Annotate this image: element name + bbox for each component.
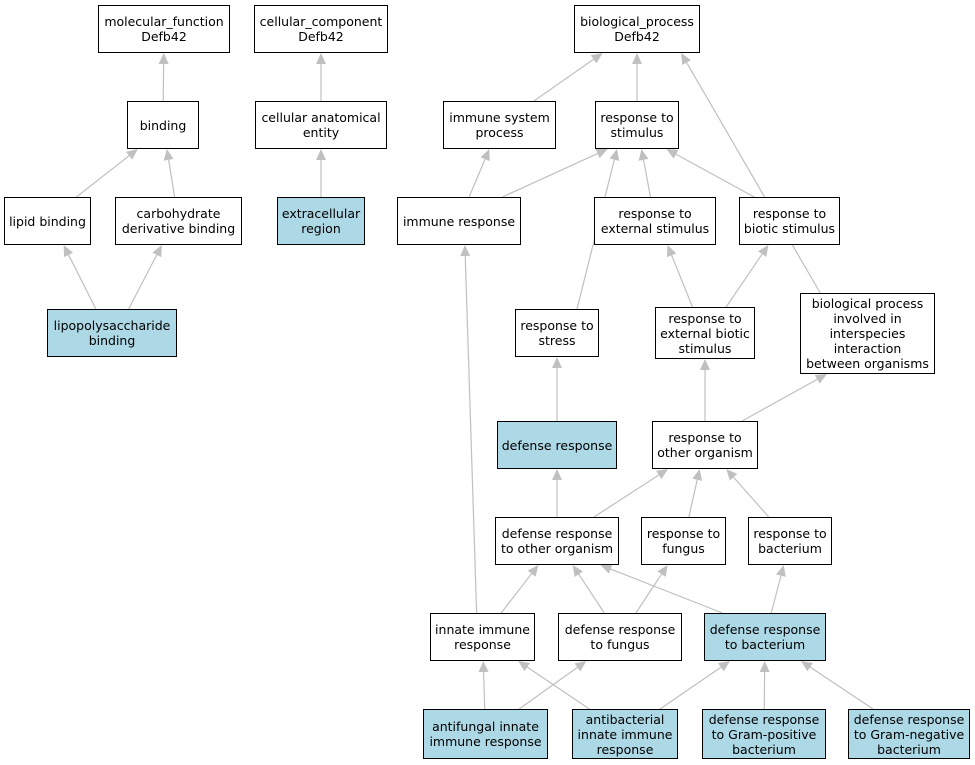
arrowhead-antibact-to-dbact: [718, 661, 730, 672]
edge-rbact-to-rother: [733, 476, 770, 518]
node-mf[interactable]: molecular_function Defb42: [98, 5, 230, 53]
edge-dfung-to-droth: [578, 573, 605, 614]
edge-rextbio-to-rbio: [725, 253, 763, 308]
arrowhead-droth-to-defresp: [552, 469, 562, 480]
edge-antibact-to-innate: [526, 666, 590, 710]
arrowhead-immresp-to-isp: [480, 149, 490, 162]
arrowhead-bpinter-to-bp: [681, 53, 691, 66]
edge-antifung-to-dfung: [518, 666, 578, 710]
arrowhead-dbact-to-droth: [600, 564, 613, 574]
edge-immresp-to-rts: [502, 153, 598, 198]
arrowhead-rfung-to-rother: [692, 469, 703, 481]
node-gneg[interactable]: defense response to Gram-negative bacter…: [848, 709, 970, 759]
edge-rfung-to-rother: [688, 479, 698, 518]
arrowhead-dfung-to-droth: [572, 565, 583, 577]
node-isp[interactable]: immune system process: [443, 101, 556, 149]
node-extra[interactable]: extracellular region: [277, 197, 365, 245]
node-antibact[interactable]: antibacterial innate immune response: [572, 709, 678, 759]
arrowhead-rextbio-to-rbio: [758, 245, 769, 257]
edge-rbio-to-rts: [675, 153, 755, 198]
node-immresp[interactable]: immune response: [397, 197, 521, 245]
edge-carb-to-binding: [168, 159, 176, 198]
node-bpinter[interactable]: biological process involved in interspec…: [800, 293, 935, 374]
edge-lps-to-lipid: [68, 254, 97, 310]
node-cae[interactable]: cellular anatomical entity: [255, 101, 387, 149]
arrowhead-rbio-to-rts: [666, 149, 679, 159]
arrowhead-extra-to-cae: [316, 149, 326, 160]
edge-lps-to-carb: [128, 254, 158, 310]
arrowhead-rbact-to-rother: [726, 469, 738, 481]
edge-dfung-to-rfung: [635, 573, 663, 614]
node-binding[interactable]: binding: [127, 101, 199, 149]
arrowhead-rext-to-rts: [638, 149, 649, 161]
arrowhead-innate-to-immresp: [460, 245, 471, 257]
node-rextbio[interactable]: response to external biotic stimulus: [655, 307, 755, 359]
edge-dbact-to-droth: [610, 568, 723, 614]
node-rbact[interactable]: response to bacterium: [748, 517, 832, 565]
arrowhead-dbact-to-rbact: [776, 565, 786, 577]
edge-rother-to-bpinter: [741, 378, 818, 422]
node-cc[interactable]: cellular_component Defb42: [254, 5, 388, 53]
node-rext[interactable]: response to external stimulus: [594, 197, 716, 245]
edge-innate-to-immresp: [464, 255, 478, 614]
edge-gneg-to-dbact: [809, 666, 874, 710]
edge-droth-to-rother: [593, 474, 660, 518]
arrowhead-lipid-to-binding: [126, 149, 138, 160]
node-dfung[interactable]: defense response to fungus: [558, 613, 682, 661]
edge-isp-to-bp: [533, 58, 594, 102]
arrowhead-antifung-to-dfung: [574, 661, 587, 672]
node-lipid[interactable]: lipid binding: [4, 197, 91, 245]
arrowhead-gneg-to-dbact: [801, 661, 813, 672]
arrowhead-immresp-to-rts: [595, 149, 608, 159]
edge-rextbio-to-rext: [671, 254, 694, 308]
arrowhead-droth-to-rother: [656, 469, 668, 480]
arrowhead-rts-to-bp: [632, 53, 642, 64]
node-lps[interactable]: lipopolysaccharide binding: [47, 309, 177, 357]
node-carb[interactable]: carbohydrate derivative binding: [115, 197, 242, 245]
arrowhead-dfung-to-rfung: [657, 565, 668, 577]
arrowhead-rother-to-rextbio: [700, 359, 710, 370]
arrowhead-antifung-to-innate: [478, 661, 489, 673]
arrowhead-rother-to-bpinter: [814, 374, 827, 384]
node-rfung[interactable]: response to fungus: [641, 517, 726, 565]
arrowhead-gpos-to-dbact: [759, 661, 770, 673]
node-bp[interactable]: biological_process Defb42: [574, 5, 700, 53]
edge-antibact-to-dbact: [659, 666, 722, 710]
edge-antifung-to-innate: [482, 671, 486, 710]
edge-dbact-to-rbact: [770, 575, 782, 614]
arrowhead-innate-to-droth: [527, 565, 539, 577]
arrowhead-binding-to-mf: [158, 53, 169, 65]
arrowhead-rextbio-to-rext: [666, 245, 677, 258]
node-antifung[interactable]: antifungal innate immune response: [423, 709, 548, 759]
node-rts[interactable]: response to stimulus: [595, 101, 679, 149]
arrowhead-stress-to-rts: [609, 149, 620, 161]
arrowhead-lps-to-carb: [152, 245, 162, 258]
node-stress[interactable]: response to stress: [515, 309, 599, 357]
arrowhead-defresp-to-stress: [552, 357, 562, 368]
node-rother[interactable]: response to other organism: [652, 421, 758, 469]
edge-innate-to-droth: [500, 573, 533, 614]
edge-immresp-to-isp: [468, 158, 486, 198]
edge-lipid-to-binding: [76, 155, 130, 198]
node-dbact[interactable]: defense response to bacterium: [704, 613, 826, 661]
arrowhead-isp-to-bp: [590, 53, 603, 64]
node-defresp[interactable]: defense response: [497, 421, 617, 469]
edge-bpinter-to-bp: [686, 62, 821, 294]
arrowhead-carb-to-binding: [163, 149, 174, 161]
node-innate[interactable]: innate immune response: [430, 613, 535, 661]
edge-rext-to-rts: [642, 159, 652, 198]
arrowhead-lps-to-lipid: [63, 245, 74, 258]
node-gpos[interactable]: defense response to Gram-positive bacter…: [702, 709, 826, 759]
node-rbio[interactable]: response to biotic stimulus: [739, 197, 840, 245]
node-droth[interactable]: defense response to other organism: [495, 517, 619, 565]
arrowhead-antibact-to-innate: [518, 661, 531, 672]
arrowhead-cae-to-cc: [316, 53, 326, 64]
